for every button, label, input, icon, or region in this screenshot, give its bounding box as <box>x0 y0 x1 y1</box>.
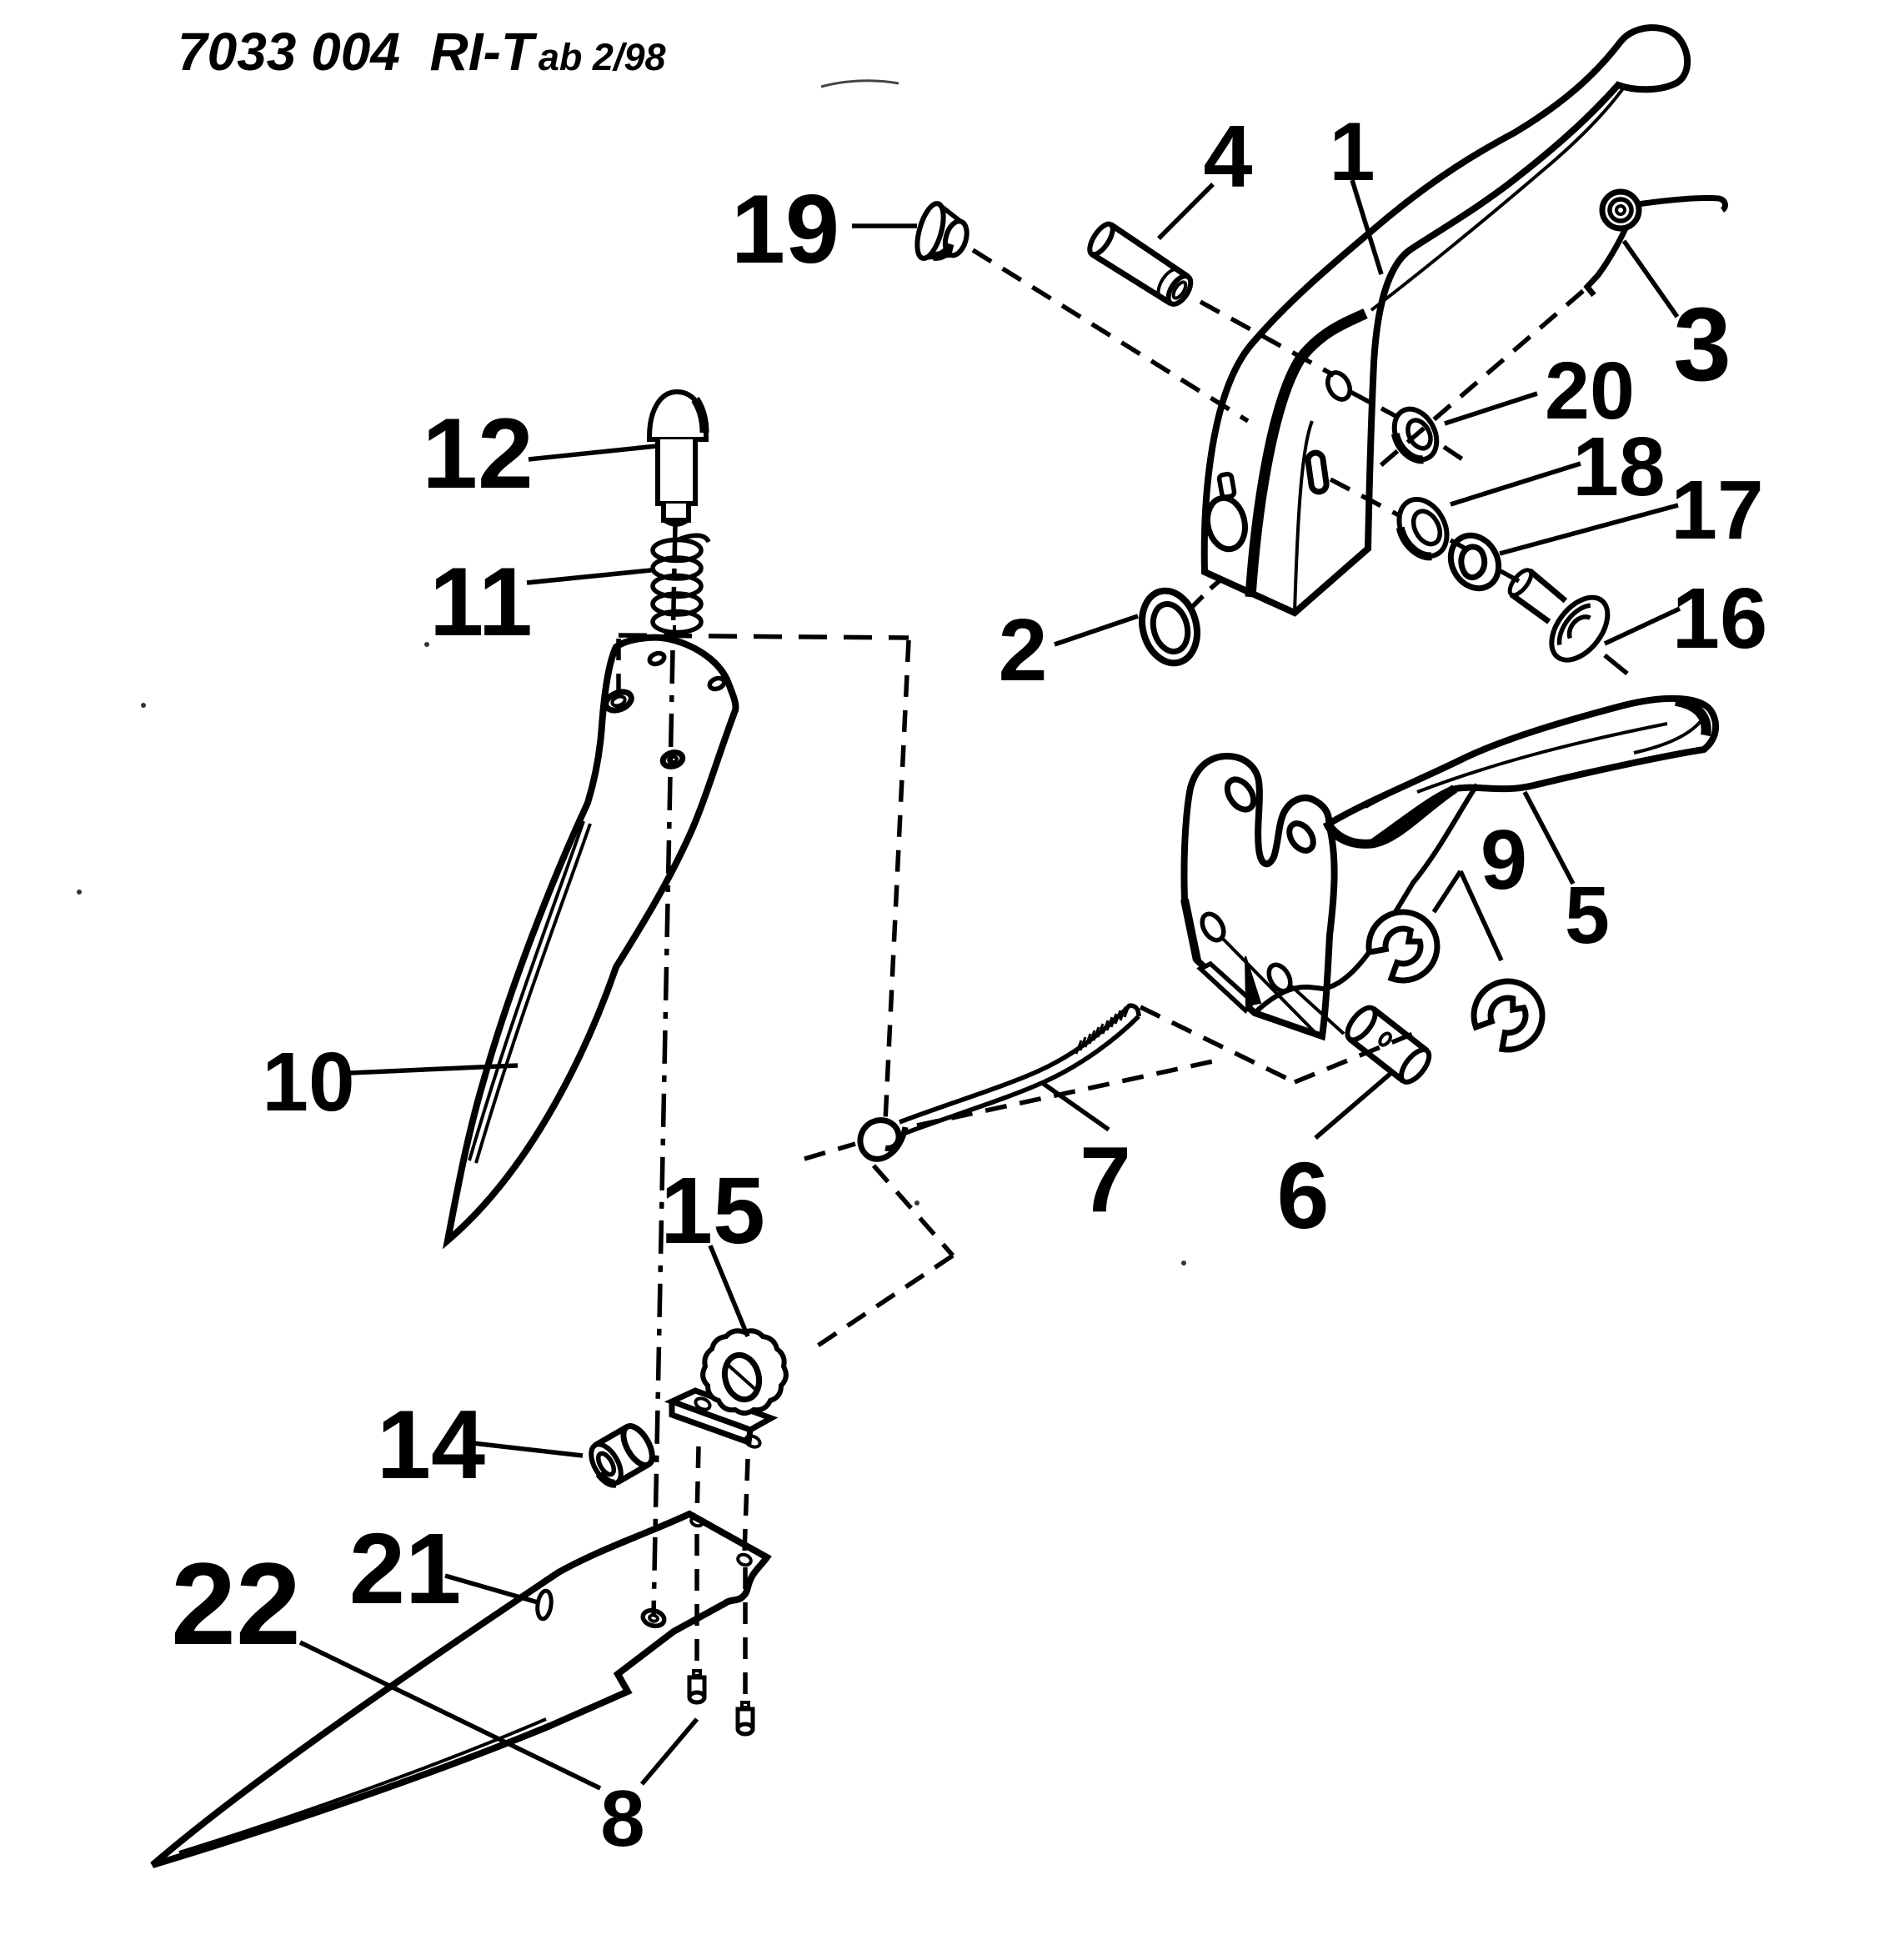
svg-text:4: 4 <box>1204 108 1253 206</box>
svg-text:7: 7 <box>1080 1128 1131 1231</box>
svg-text:9: 9 <box>1481 814 1527 907</box>
svg-text:15: 15 <box>660 1158 765 1263</box>
svg-text:7033 004 RI-Tab 2/98: 7033 004 RI-Tab 2/98 <box>178 22 666 82</box>
svg-text:1: 1 <box>1329 105 1375 198</box>
svg-text:2: 2 <box>999 601 1048 699</box>
svg-text:10: 10 <box>262 1035 354 1129</box>
svg-text:12: 12 <box>422 398 533 509</box>
svg-text:5: 5 <box>1565 870 1610 960</box>
svg-text:6: 6 <box>1277 1143 1330 1248</box>
svg-text:21: 21 <box>349 1511 462 1625</box>
svg-text:18: 18 <box>1572 420 1665 514</box>
svg-text:19: 19 <box>731 174 839 283</box>
svg-text:16: 16 <box>1672 570 1768 666</box>
svg-text:20: 20 <box>1545 345 1635 436</box>
svg-text:22: 22 <box>171 1538 301 1669</box>
svg-text:8: 8 <box>600 1774 644 1863</box>
svg-text:14: 14 <box>377 1390 485 1499</box>
svg-text:11: 11 <box>429 547 533 656</box>
svg-text:3: 3 <box>1673 287 1731 403</box>
svg-text:17: 17 <box>1671 464 1763 557</box>
